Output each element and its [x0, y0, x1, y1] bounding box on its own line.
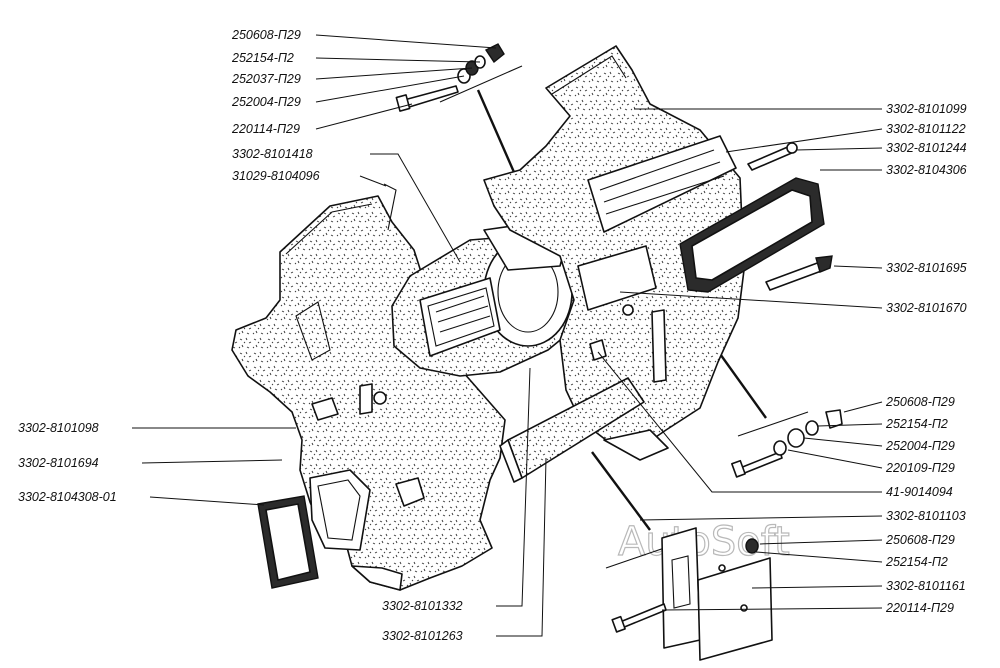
- right-upper-fasteners: [747, 142, 833, 291]
- label-3302-8101122: 3302-8101122: [886, 122, 966, 136]
- label-220109-p29: 220109-П29: [885, 461, 955, 475]
- label-250608-p29-bottom: 250608-П29: [885, 533, 955, 547]
- label-3302-8101695: 3302-8101695: [886, 261, 967, 275]
- connecting-duct: [499, 377, 645, 483]
- label-252037-p29: 252037-П29: [231, 72, 301, 86]
- part-labels-left: 250608-П29 252154-П2 252037-П29 252004-П…: [18, 28, 320, 504]
- label-41-9014094: 41-9014094: [886, 485, 953, 499]
- left-seal-gasket: [257, 495, 319, 589]
- leader-lines: [132, 34, 883, 637]
- label-3302-8101098: 3302-8101098: [18, 421, 99, 435]
- left-heater-housing: [231, 183, 506, 591]
- top-fastener-stack: [395, 43, 505, 112]
- part-labels-right: 3302-8101099 3302-8101122 3302-8101244 3…: [885, 102, 967, 615]
- clip-small: [589, 339, 607, 361]
- label-3302-8104306: 3302-8104306: [886, 163, 967, 177]
- watermark-text: AutoSoft: [618, 519, 790, 565]
- blower-housing: [391, 221, 575, 377]
- label-3302-8101099: 3302-8101099: [886, 102, 967, 116]
- part-labels-bottom: 3302-8101332 3302-8101263: [382, 599, 463, 643]
- label-3302-8104308-01: 3302-8104308-01: [18, 490, 117, 504]
- label-250608-p29-right: 250608-П29: [885, 395, 955, 409]
- label-31029-8104096: 31029-8104096: [232, 169, 320, 183]
- mounting-bracket-plates: [611, 527, 773, 661]
- label-3302-8101161: 3302-8101161: [886, 579, 966, 593]
- label-252004-p29-right: 252004-П29: [885, 439, 955, 453]
- label-3302-8101670: 3302-8101670: [886, 301, 967, 315]
- label-250608-p29-top: 250608-П29: [231, 28, 301, 42]
- label-252154-p2-top: 252154-П2: [231, 51, 294, 65]
- label-252154-p2-bottom: 252154-П2: [885, 555, 948, 569]
- label-252154-p2-right: 252154-П2: [885, 417, 948, 431]
- label-3302-8101244: 3302-8101244: [886, 141, 967, 155]
- label-3302-8101694: 3302-8101694: [18, 456, 99, 470]
- label-3302-8101263: 3302-8101263: [382, 629, 463, 643]
- right-seal-gasket: [679, 177, 825, 293]
- label-3302-8101332: 3302-8101332: [382, 599, 463, 613]
- label-220114-p29-bottom: 220114-П29: [885, 601, 954, 615]
- right-heater-housing: [483, 45, 745, 461]
- label-3302-8101103: 3302-8101103: [886, 509, 966, 523]
- right-lower-fastener-stack: [731, 409, 843, 478]
- label-220114-p29-top: 220114-П29: [231, 122, 300, 136]
- label-252004-p29-top: 252004-П29: [231, 95, 301, 109]
- label-3302-8101418: 3302-8101418: [232, 147, 313, 161]
